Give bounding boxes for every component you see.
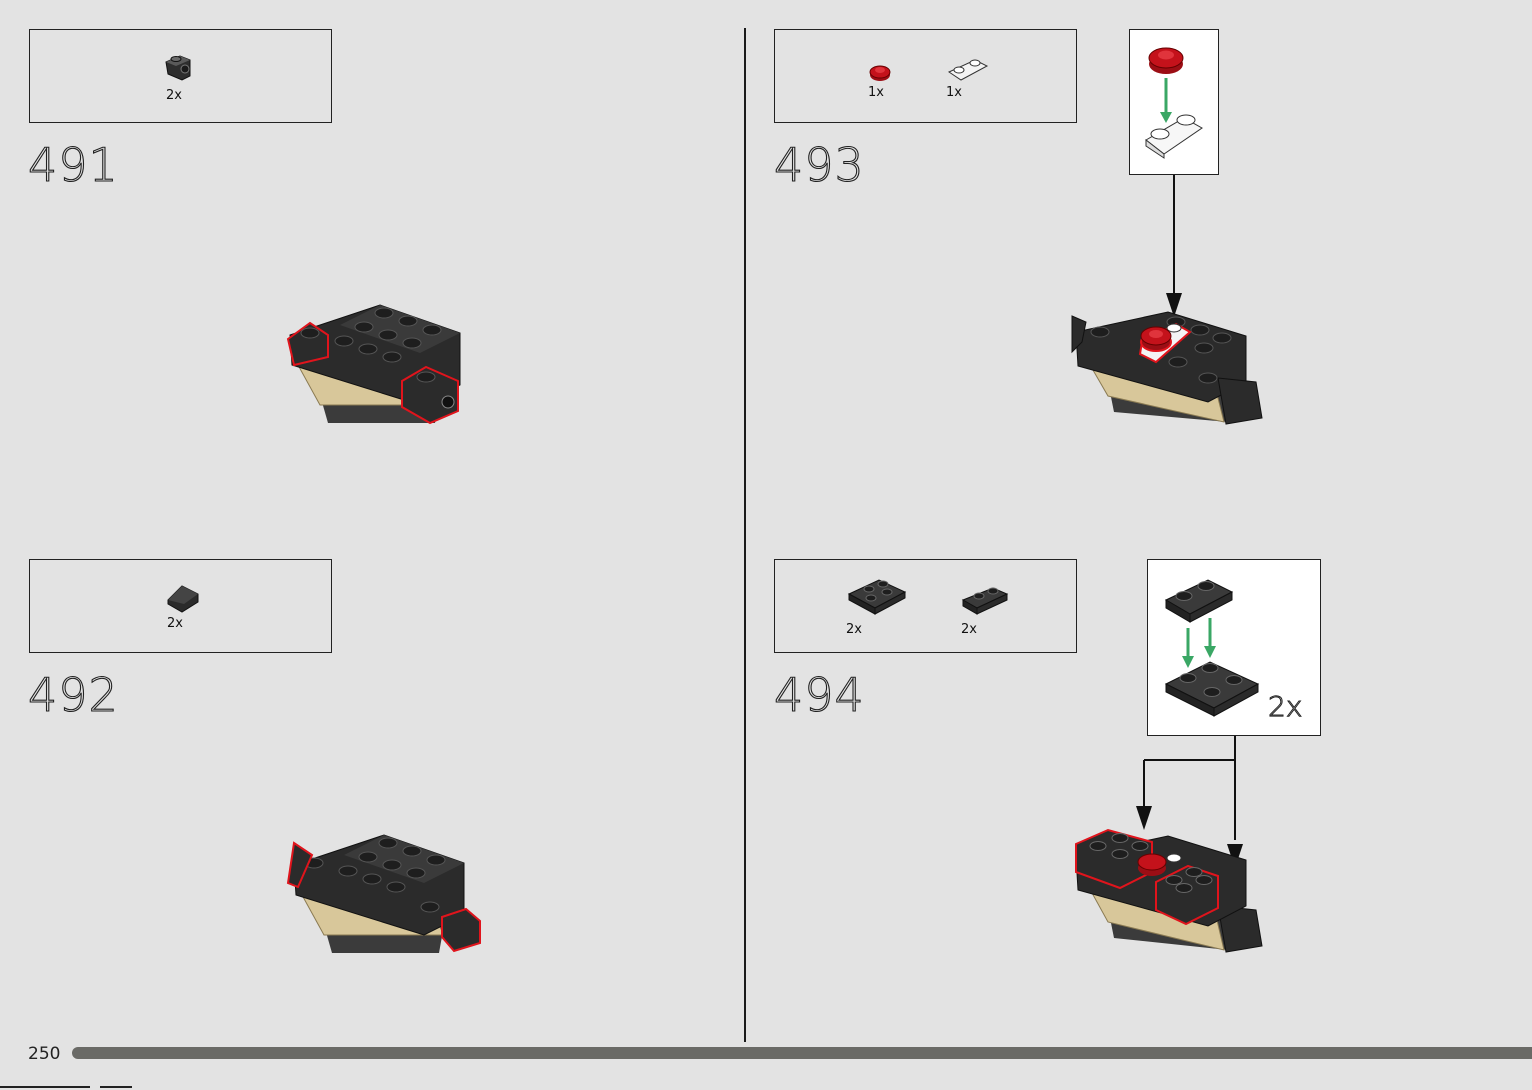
part-qty: 1x (946, 85, 962, 100)
parts-list-493: 1x 1x (774, 29, 1077, 123)
page-number: 250 (28, 1044, 60, 1064)
plate-2x2-dark-icon (845, 576, 909, 618)
progress-bar (72, 1047, 1532, 1059)
assembly-493 (1068, 312, 1278, 432)
sub-assembly-callout-494: 2x (1147, 559, 1321, 736)
parts-list-494: 2x 2x (774, 559, 1077, 653)
step-number-492: 492 (28, 672, 119, 718)
part-qty: 2x (961, 622, 977, 637)
plate-1x2-dark-icon (959, 584, 1011, 618)
page-divider (744, 28, 746, 1042)
left-page: 2x 491 2x 492 (0, 0, 766, 1090)
part-qty: 2x (846, 622, 862, 637)
part-qty: 1x (868, 85, 884, 100)
assembly-492 (282, 825, 492, 965)
slope-tile-icon (164, 582, 204, 618)
sub-assembly-callout-493 (1129, 29, 1219, 175)
callout-qty: 2x (1268, 690, 1302, 723)
sub-assembly-red-on-white (1130, 30, 1220, 176)
bracket-plate-icon (160, 50, 200, 90)
step-number-494: 494 (774, 672, 865, 718)
assembly-494 (1068, 826, 1278, 956)
step-number-493: 493 (774, 142, 865, 188)
callout-leader-arrow (1164, 175, 1184, 325)
assembly-491 (280, 295, 480, 435)
right-page: 1x 1x 493 (766, 0, 1532, 1090)
parts-list-491: 2x (29, 29, 332, 123)
footer-mark (0, 1086, 90, 1088)
plate-rounded-white-icon (945, 54, 991, 84)
step-number-491: 491 (28, 142, 119, 188)
footer-mark (100, 1086, 132, 1088)
round-plate-red-icon (867, 62, 893, 84)
parts-list-492: 2x (29, 559, 332, 653)
part-qty: 2x (166, 88, 182, 103)
part-qty: 2x (167, 616, 183, 631)
